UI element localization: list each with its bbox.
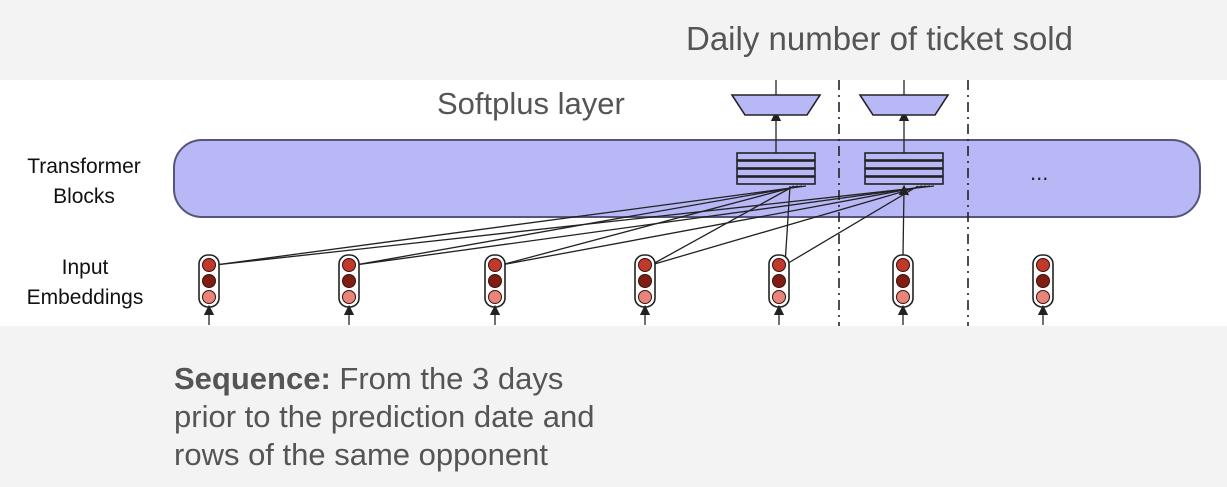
embedding-dot <box>1036 290 1050 304</box>
edge-1-4 <box>784 185 919 266</box>
layer-0-2 <box>736 168 816 177</box>
layer-1-2 <box>864 168 944 177</box>
embedding-dot <box>1036 274 1050 288</box>
embedding-dot <box>638 274 652 288</box>
embedding-dot <box>772 258 786 272</box>
input-embeddings-label: Input Embeddings <box>0 253 170 313</box>
embedding-dot <box>638 258 652 272</box>
edge-1-0 <box>214 185 935 266</box>
embedding-dot <box>342 290 356 304</box>
embed-label-line1: Input <box>61 256 109 279</box>
embedding-5 <box>892 254 914 325</box>
embedding-dot <box>772 274 786 288</box>
embedding-dot <box>1036 258 1050 272</box>
embedding-0 <box>198 254 220 325</box>
caption-line1: From the 3 days <box>330 361 564 396</box>
embedding-dot <box>896 258 910 272</box>
transformer-blocks-label: Transformer Blocks <box>4 152 164 212</box>
edge-1-3 <box>650 185 923 266</box>
embedding-dot <box>638 290 652 304</box>
layer-1-0 <box>864 152 944 161</box>
edge-1-1 <box>354 185 931 266</box>
embedding-3 <box>634 254 656 325</box>
edge-0-0 <box>214 185 807 266</box>
output-title: Daily number of ticket sold <box>686 20 1073 57</box>
edge-1-2 <box>500 185 927 266</box>
transformer-label-line1: Transformer <box>27 155 141 178</box>
softplus-head-0 <box>730 94 822 116</box>
caption-bold: Sequence: <box>174 361 331 396</box>
sequence-caption: Sequence: From the 3 days prior to the p… <box>174 360 694 474</box>
softplus-head-1 <box>858 94 950 116</box>
embedding-dot <box>202 274 216 288</box>
caption-line2: prior to the prediction date and <box>174 399 595 434</box>
embedding-dot <box>488 290 502 304</box>
attention-edges <box>214 184 935 266</box>
input-embeddings <box>198 254 1054 325</box>
softplus-title: Softplus layer <box>437 86 625 121</box>
embedding-dot <box>342 274 356 288</box>
embedding-6 <box>1032 254 1054 325</box>
caption-line3: rows of the same opponent <box>174 437 548 472</box>
embedding-1 <box>338 254 360 325</box>
ellipsis: ... <box>1030 160 1049 185</box>
softplus-heads <box>730 80 950 116</box>
layer-0-3 <box>736 176 816 185</box>
edge-0-2 <box>500 185 799 266</box>
embedding-dot <box>488 258 502 272</box>
embedding-2 <box>484 254 506 325</box>
layer-1-1 <box>864 160 944 169</box>
embedding-dot <box>896 274 910 288</box>
edge-1-5 <box>898 184 910 256</box>
embedding-dot <box>772 290 786 304</box>
layer-1-3 <box>864 176 944 185</box>
embedding-dot <box>202 258 216 272</box>
layer-0-0 <box>736 152 816 161</box>
transformer-label-line2: Blocks <box>53 185 115 208</box>
edge-0-3 <box>650 185 795 266</box>
embedding-dot <box>342 258 356 272</box>
embedding-dot <box>896 290 910 304</box>
embedding-4 <box>768 254 790 325</box>
embedding-dot <box>202 290 216 304</box>
layer-0-1 <box>736 160 816 169</box>
embedding-dot <box>488 274 502 288</box>
embed-label-line2: Embeddings <box>26 286 144 309</box>
transformer-stacks <box>736 110 944 185</box>
